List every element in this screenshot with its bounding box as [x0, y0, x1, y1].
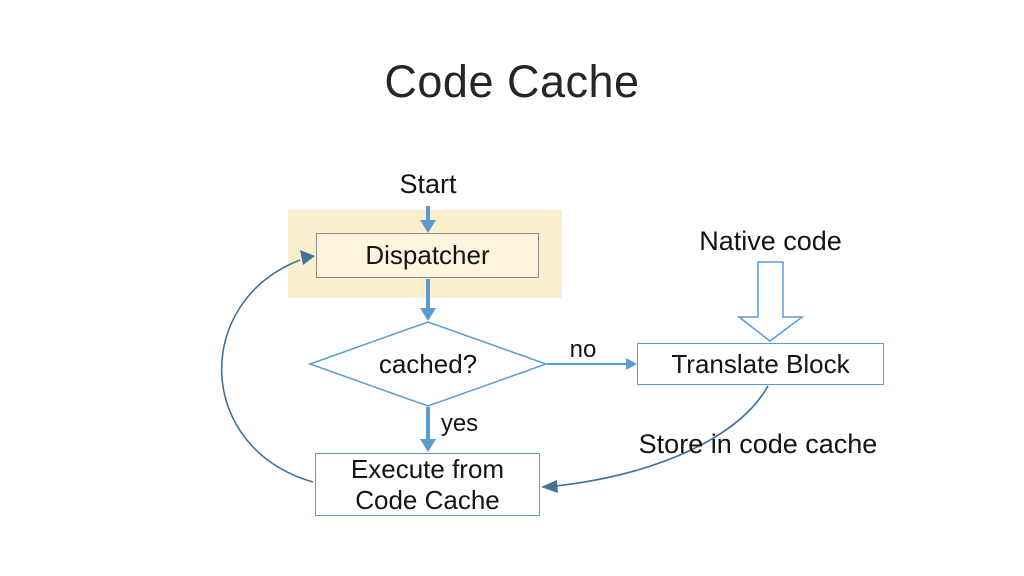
page-title: Code Cache: [384, 56, 640, 107]
decision-label: cached?: [378, 349, 478, 379]
start-to-dispatcher-arrow: [420, 206, 436, 233]
dispatcher-to-decision-arrow: [420, 279, 436, 321]
yes-branch-label: yes: [440, 410, 479, 437]
no-branch-label: no: [569, 336, 597, 363]
decision-diamond: [307, 321, 549, 407]
start-label: Start: [399, 169, 457, 199]
execute-to-dispatcher-loop-arrow: [220, 250, 315, 483]
decision-no-arrow: [547, 358, 637, 370]
store-in-code-cache-label: Store in code cache: [638, 429, 878, 459]
native-code-label: Native code: [699, 226, 842, 256]
decision-yes-arrow: [420, 407, 436, 452]
dispatcher-node: Dispatcher: [316, 233, 539, 278]
native-code-block-arrow-icon: [736, 261, 805, 342]
execute-from-code-cache-node: Execute from Code Cache: [315, 453, 540, 516]
translate-to-execute-curve-arrow: [541, 385, 769, 493]
translate-block-node: Translate Block: [637, 343, 884, 385]
